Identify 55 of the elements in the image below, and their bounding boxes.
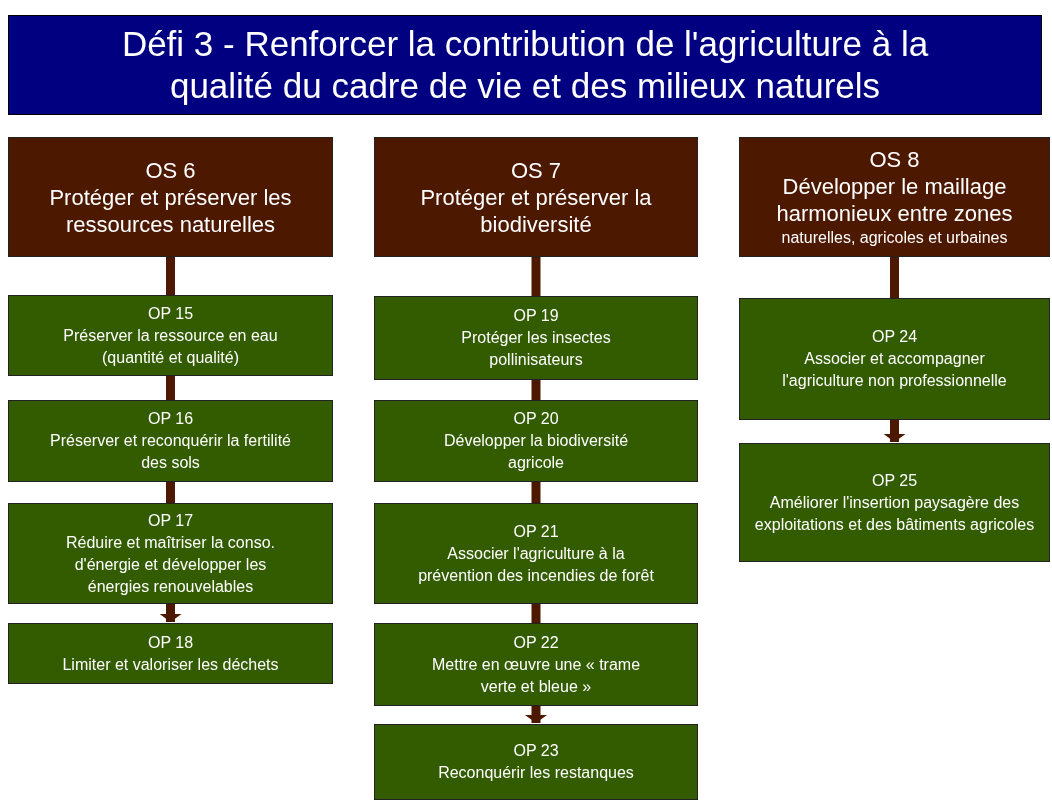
operation-box (739, 443, 1050, 562)
box-text: Reconquérir les restanques (438, 763, 634, 783)
objective-box (8, 137, 333, 257)
box-heading: OP 17 (147, 510, 194, 531)
connector-line (531, 257, 541, 296)
connector-line (166, 482, 175, 503)
box-text: Limiter et valoriser les déchets (62, 654, 279, 675)
box-heading: OP 16 (147, 409, 194, 429)
box-text: Préserver et reconquérir la fertilité des sols (49, 431, 292, 473)
connector-line (166, 257, 175, 295)
box-heading: OP 21 (513, 521, 559, 542)
box-heading: OS 8 (869, 145, 920, 173)
arrow (159, 604, 182, 622)
box-text: Associer et accompagner l'agriculture non professionnelle (781, 349, 1008, 391)
operation-box (8, 400, 333, 482)
title-banner: Défi 3 - Renforcer la contribution de l'agriculture à la qualité du cadre de vie et des milieux naturels (8, 15, 1042, 115)
connector-line (166, 376, 175, 400)
operation-box (8, 503, 333, 604)
connector-line (531, 482, 541, 503)
connector-line (890, 257, 899, 298)
operation-box (374, 503, 698, 604)
box-text: Protéger et préserver les ressources naturelles (48, 183, 293, 238)
arrow (525, 706, 547, 723)
objective-box (374, 137, 698, 257)
box-text: naturelles, agricoles et urbaines (781, 227, 1008, 248)
box-text: Associer l'agriculture à la prévention des incendies de forêt (417, 543, 655, 586)
box-heading: OP 18 (147, 632, 194, 653)
box-heading: OP 25 (871, 470, 918, 491)
box-text: Développer la biodiversité agricole (442, 431, 630, 473)
box-heading: OP 19 (513, 306, 559, 326)
box-heading: OP 20 (513, 409, 559, 429)
operation-box (374, 296, 698, 380)
connector-line (531, 604, 541, 623)
operation-box (8, 623, 333, 684)
box-heading: OS 6 (145, 156, 196, 184)
box-heading: OP 15 (147, 303, 194, 324)
connector-line (531, 380, 541, 400)
box-text: Protéger et préserver la biodiversité (419, 183, 653, 238)
box-heading: OP 24 (871, 327, 918, 347)
box-heading: OP 23 (513, 741, 559, 761)
box-text: Mettre en œuvre une « trame verte et bleue » (430, 654, 642, 697)
box-heading: OS 7 (510, 156, 562, 184)
box-text: Protéger les insectes pollinisateurs (460, 328, 612, 370)
objective-box (739, 137, 1050, 257)
arrow (883, 420, 906, 442)
operation-box (739, 298, 1050, 420)
operation-box (8, 295, 333, 376)
operation-box (374, 724, 698, 800)
box-text: Préserver la ressource en eau (quantité et qualité) (62, 325, 279, 368)
operation-box (374, 400, 698, 482)
box-text: Réduire et maîtriser la conso. d'énergie et développer les énergies renouvelables (65, 532, 276, 597)
box-text: Développer le maillage harmonieux entre zones (775, 172, 1014, 227)
box-heading: OP 22 (513, 632, 559, 653)
operation-box (374, 623, 698, 706)
box-text: Améliorer l'insertion paysagère des exploitations et des bâtiments agricoles (753, 492, 1036, 535)
